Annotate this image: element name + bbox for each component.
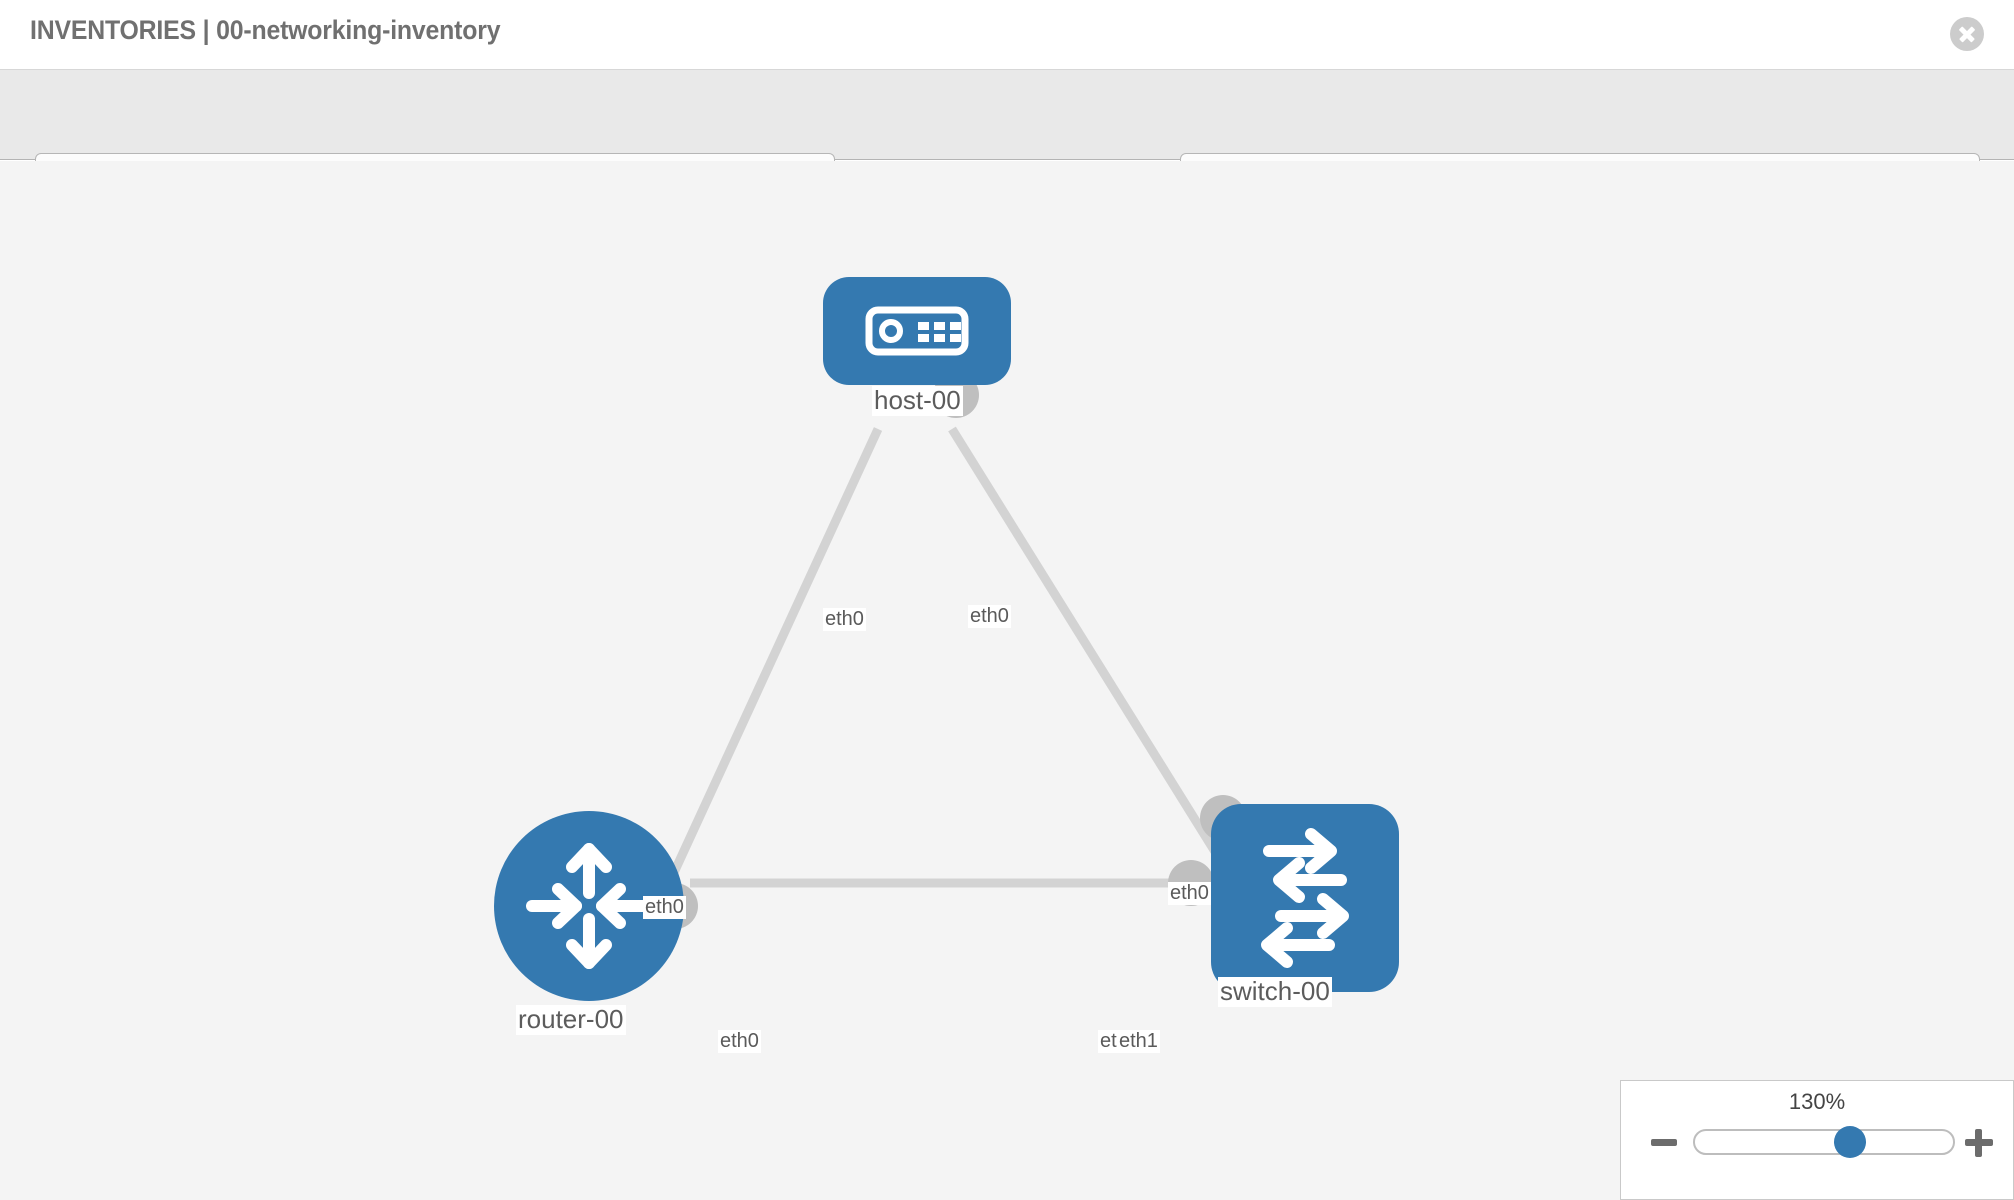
topology-node-router-00[interactable]: router-00 xyxy=(494,811,734,1041)
zoom-control: 130% xyxy=(1620,1080,2014,1200)
topology-edges xyxy=(655,426,1236,905)
zoom-slider[interactable] xyxy=(1693,1126,1955,1158)
page-header: INVENTORIES | 00-networking-inventory xyxy=(0,0,2014,70)
iface-label-switch-00-uplink: eth0 xyxy=(1168,882,1211,905)
topology-canvas[interactable]: host-00 xyxy=(0,161,2014,1200)
close-icon[interactable] xyxy=(1950,17,1984,51)
node-label-switch-00: switch-00 xyxy=(1218,976,1332,1007)
iface-label-host-00-right: eth0 xyxy=(968,605,1011,628)
plus-icon[interactable] xyxy=(1963,1127,1993,1157)
server-appliance-icon xyxy=(865,306,969,356)
iface-label-router-00-eth0: eth0 xyxy=(718,1030,761,1053)
switch-00-shape[interactable] xyxy=(1211,804,1399,992)
minus-icon[interactable] xyxy=(1649,1127,1679,1157)
node-label-router-00: router-00 xyxy=(516,1004,626,1035)
zoom-level-value: 130% xyxy=(1788,1089,1846,1114)
iface-label-host-00-left: eth0 xyxy=(823,608,866,631)
toolbar: ACTIONS SEARCH xyxy=(0,70,2014,208)
iface-label-switch-00-eth1: eth1 xyxy=(1117,1030,1160,1053)
topology-node-host-00[interactable]: host-00 xyxy=(823,277,1011,467)
iface-label-router-00-uplink: eth0 xyxy=(643,896,686,919)
topology-node-switch-00[interactable]: switch-00 xyxy=(1168,781,1420,1021)
host-00-shape[interactable] xyxy=(823,277,1011,385)
router-arrows-icon xyxy=(526,843,652,969)
zoom-slider-thumb[interactable] xyxy=(1833,1126,1866,1158)
node-label-host-00: host-00 xyxy=(872,385,963,416)
page-title: INVENTORIES | 00-networking-inventory xyxy=(30,15,501,45)
switch-arrows-icon xyxy=(1261,828,1349,968)
